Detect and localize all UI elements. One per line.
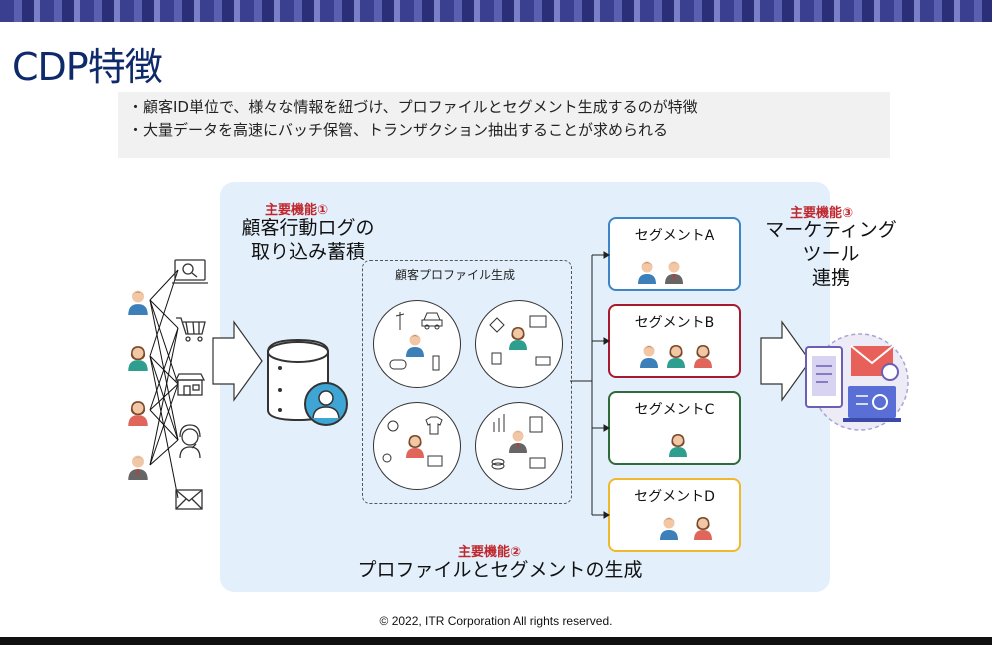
segment-c-person-1 xyxy=(669,434,687,457)
arrow-to-marketing xyxy=(760,320,811,402)
profile-person-2 xyxy=(509,327,527,350)
segment-a-person-2 xyxy=(665,261,683,284)
profile-person-1 xyxy=(406,334,424,357)
arrow-to-database xyxy=(212,320,263,402)
tv-icon xyxy=(529,315,547,328)
support-icon xyxy=(179,424,201,459)
bulb-icon xyxy=(387,420,399,432)
feature2-label: 主要機能② xyxy=(458,545,522,560)
profile-generation-label: 顧客プロファイル生成 xyxy=(395,268,516,282)
marketing-tools-icon xyxy=(805,333,909,431)
bottle-icon xyxy=(432,355,440,371)
profile-generation-box xyxy=(362,260,572,504)
segment-a-person-1 xyxy=(638,261,656,284)
feature2-title: プロファイルとセグメントの生成 xyxy=(357,559,643,581)
copyright: © 2022, ITR Corporation All rights reser… xyxy=(379,614,613,628)
cake-icon xyxy=(535,356,551,366)
gamepad-icon xyxy=(389,359,407,370)
feature3-label: 主要機能③ xyxy=(790,206,854,221)
feature3-title-line-2: ツール xyxy=(802,243,860,265)
handshake-icon xyxy=(489,317,505,333)
segment-c-label: セグメントC xyxy=(634,402,715,418)
segment-d-label: セグメントD xyxy=(634,489,715,505)
chart-icon xyxy=(493,414,505,432)
mail-icon xyxy=(175,489,203,510)
store-icon xyxy=(174,373,206,396)
cart-icon xyxy=(176,317,206,342)
coins-icon xyxy=(491,458,505,470)
drink-icon xyxy=(491,352,502,365)
connection-lines xyxy=(149,269,179,499)
feature1-title-line-2: 取り込み蓄積 xyxy=(250,241,365,263)
segment-b-person-1 xyxy=(640,345,658,368)
footer-band xyxy=(0,637,992,645)
customer-icon-1 xyxy=(128,290,148,315)
segment-connectors xyxy=(570,251,610,519)
feature1-title-line-1: 顧客行動ログの xyxy=(241,217,375,239)
profile-person-3 xyxy=(406,435,424,458)
segment-b-label: セグメントB xyxy=(634,315,715,331)
golf-icon xyxy=(395,312,405,330)
database-user-icon xyxy=(267,338,348,426)
search-icon xyxy=(172,259,208,284)
page-title: CDP特徴 xyxy=(12,45,163,89)
profile-person-4 xyxy=(509,430,527,453)
header-band xyxy=(0,0,992,22)
segment-b-person-3 xyxy=(694,345,712,368)
heart-icon xyxy=(382,453,392,463)
summary-line-1: ・顧客ID単位で、様々な情報を紐づけ、プロファイルとセグメント生成するのが特徴 xyxy=(128,98,698,116)
summary-line-2: ・大量データを高速にバッチ保管、トランザクション抽出することが求められる xyxy=(128,121,669,139)
segment-b-person-2 xyxy=(667,345,685,368)
briefcase-icon xyxy=(529,457,546,469)
segment-a-label: セグメントA xyxy=(634,228,715,244)
feature3-title: マーケティング ツール 連携 xyxy=(752,218,910,290)
customer-icon-2 xyxy=(128,346,148,371)
feature3-title-line-3: 連携 xyxy=(811,267,850,289)
document-icon xyxy=(529,416,543,433)
feature3-title-line-1: マーケティング xyxy=(765,219,897,241)
car-icon xyxy=(421,312,443,330)
customer-icon-4 xyxy=(128,455,148,480)
shirt-icon xyxy=(425,416,443,435)
summary-box: ・顧客ID単位で、様々な情報を紐づけ、プロファイルとセグメント生成するのが特徴 … xyxy=(118,92,890,158)
customer-icon-3 xyxy=(128,401,148,426)
wallet-icon xyxy=(427,455,443,467)
feature1-label: 主要機能① xyxy=(265,203,329,218)
segment-d-person-2 xyxy=(694,517,712,540)
feature1-title: 顧客行動ログの 取り込み蓄積 xyxy=(228,216,388,264)
segment-d-person-1 xyxy=(660,517,678,540)
